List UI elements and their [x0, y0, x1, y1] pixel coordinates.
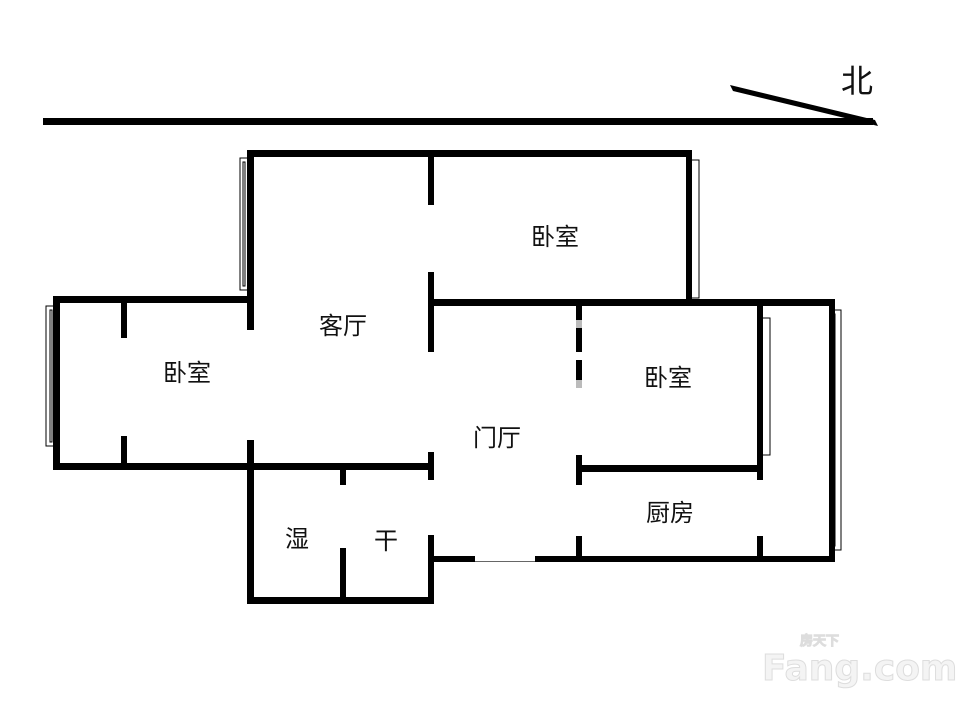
room-label-bedroom-north: 卧室: [531, 223, 579, 251]
watermark-brand: Fang.com: [762, 648, 957, 689]
room-label-foyer: 门厅: [473, 424, 521, 452]
watermark-logo: 房天下 Fang.com: [762, 633, 958, 690]
room-label-bath-wet: 湿: [285, 525, 309, 553]
north-label: 北: [841, 62, 873, 100]
walls: [53, 150, 835, 604]
north-arrow: 北: [43, 62, 878, 126]
room-label-bedroom-west: 卧室: [163, 359, 211, 387]
windows: [45, 157, 842, 551]
room-label-bath-dry: 干: [374, 527, 398, 555]
watermark-cn: 房天下: [800, 633, 839, 649]
room-label-living-room: 客厅: [319, 312, 367, 340]
room-label-kitchen: 厨房: [646, 499, 694, 527]
room-labels: 卧室 客厅 卧室 卧室 门厅 厨房 湿 干: [163, 223, 694, 555]
room-label-bedroom-east: 卧室: [644, 364, 692, 392]
